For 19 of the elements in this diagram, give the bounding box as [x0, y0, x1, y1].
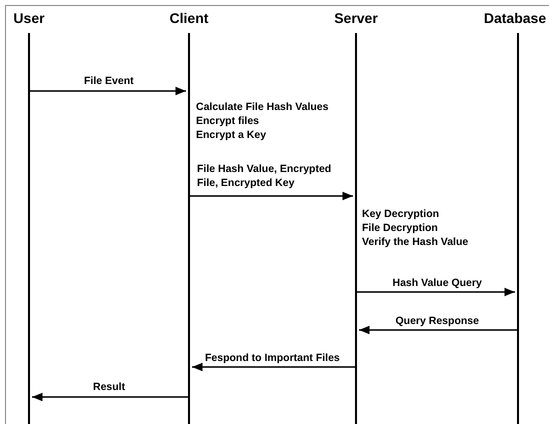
edge-label: Query Response — [394, 314, 481, 328]
arrow — [190, 192, 353, 200]
note-text: Encrypt files — [196, 114, 260, 128]
note-text: Key Decryption — [362, 207, 440, 221]
note-text: Verify the Hash Value — [362, 235, 468, 249]
arrow — [30, 86, 186, 96]
arrow — [192, 362, 355, 372]
arrow — [32, 392, 188, 402]
participant-name: Database — [482, 9, 548, 28]
note-text: Calculate File Hash Values — [196, 100, 328, 114]
participant-name: Server — [333, 9, 379, 28]
arrow — [357, 288, 515, 296]
participant-name: User — [12, 9, 46, 28]
edge-label: Fespond to Important Files — [203, 351, 342, 365]
edge-label: Hash Value Query — [390, 276, 484, 290]
note-text: File Decryption — [362, 221, 438, 235]
note-text: Encrypt a Key — [196, 128, 266, 142]
arrow — [359, 326, 517, 334]
participant-name: Client — [168, 9, 210, 28]
